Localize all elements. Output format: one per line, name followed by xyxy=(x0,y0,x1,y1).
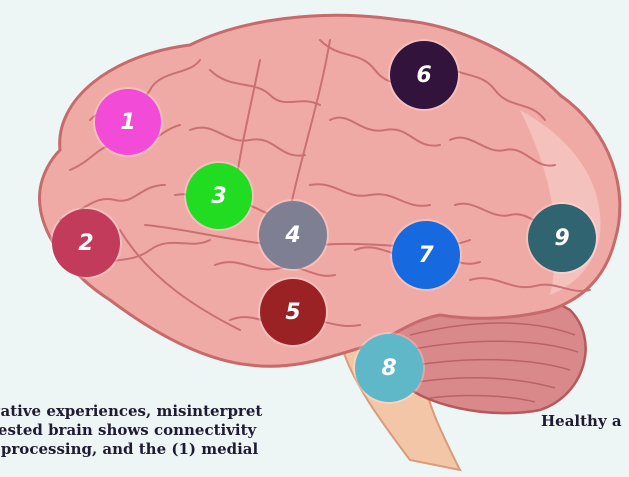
left-caption: gative experiences, misinterpret rested … xyxy=(0,402,262,459)
region-marker-4: 4 xyxy=(259,201,327,269)
region-marker-9: 9 xyxy=(528,204,596,272)
left-caption-line-2: rested brain shows connectivity xyxy=(0,421,262,440)
region-marker-2: 2 xyxy=(52,209,120,277)
region-marker-7: 7 xyxy=(392,221,460,289)
region-marker-1: 1 xyxy=(95,89,161,155)
region-marker-label: 5 xyxy=(285,300,300,325)
region-marker-8: 8 xyxy=(355,334,423,402)
region-marker-label: 6 xyxy=(416,63,431,88)
right-caption: Healthy a xyxy=(541,412,622,431)
region-marker-label: 4 xyxy=(285,223,300,248)
region-marker-label: 7 xyxy=(418,243,433,268)
cerebrum xyxy=(40,15,620,366)
region-marker-label: 1 xyxy=(120,110,135,135)
region-marker-label: 2 xyxy=(78,231,93,256)
left-caption-line-3: l processing, and the (1) medial xyxy=(0,440,262,459)
region-marker-label: 8 xyxy=(381,356,396,381)
region-marker-label: 9 xyxy=(554,226,569,251)
region-marker-3: 3 xyxy=(186,163,252,229)
region-marker-label: 3 xyxy=(211,184,226,209)
region-marker-5: 5 xyxy=(260,279,326,345)
region-marker-6: 6 xyxy=(390,41,458,109)
left-caption-line-1: gative experiences, misinterpret xyxy=(0,402,262,421)
